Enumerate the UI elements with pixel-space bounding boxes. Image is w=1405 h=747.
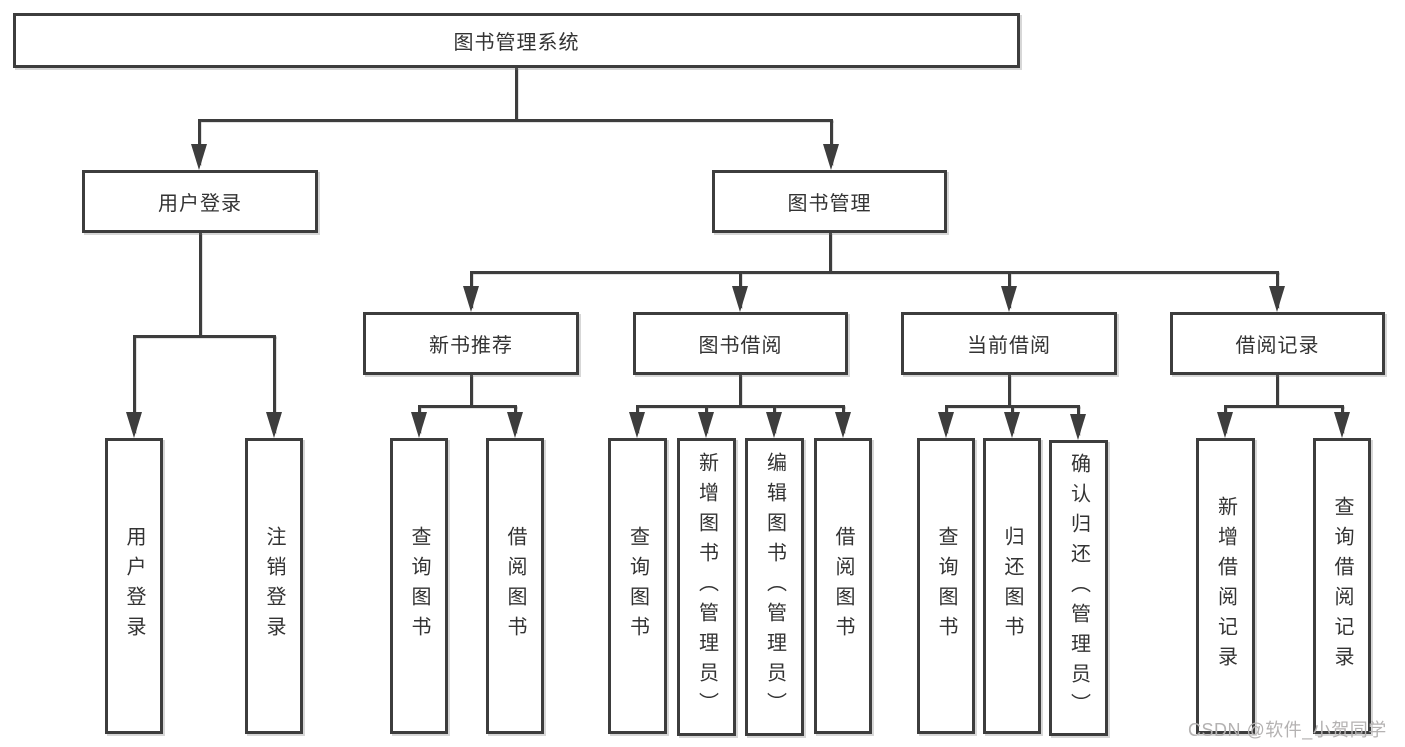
connector-line bbox=[514, 68, 518, 121]
connector-line bbox=[132, 336, 136, 433]
connector-line bbox=[198, 233, 202, 337]
arrowhead-down-icon bbox=[191, 144, 207, 170]
node-label: 图书管理系统 bbox=[453, 32, 580, 54]
node-label: 借阅图书 bbox=[832, 526, 854, 646]
leaf-confirm-return-admin: 确认归还（管理员） bbox=[1049, 440, 1108, 736]
connector-line bbox=[417, 404, 517, 408]
connector-line bbox=[738, 375, 742, 407]
connector-line bbox=[469, 375, 473, 407]
arrowhead-down-icon bbox=[126, 412, 142, 438]
leaf-user-login: 用户登录 bbox=[105, 438, 163, 734]
node-label: 归还图书 bbox=[1001, 526, 1023, 646]
arrowhead-down-icon bbox=[1269, 286, 1285, 312]
arrowhead-down-icon bbox=[698, 412, 714, 438]
arrowhead-down-icon bbox=[411, 412, 427, 438]
arrowhead-down-icon bbox=[766, 412, 782, 438]
leaf-logout: 注销登录 bbox=[245, 438, 303, 734]
connector-line bbox=[829, 120, 833, 165]
node-label: 用户登录 bbox=[158, 193, 242, 215]
arrowhead-down-icon bbox=[507, 412, 523, 438]
arrowhead-down-icon bbox=[1217, 412, 1233, 438]
arrowhead-down-icon bbox=[1070, 414, 1086, 440]
node-book-management: 图书管理 bbox=[712, 170, 947, 233]
leaf-return-book: 归还图书 bbox=[983, 438, 1041, 734]
node-root-system: 图书管理系统 bbox=[13, 13, 1020, 68]
node-label: 编辑图书（管理员） bbox=[763, 452, 786, 722]
node-borrow-records: 借阅记录 bbox=[1170, 312, 1385, 375]
leaf-query-borrow-record: 查询借阅记录 bbox=[1313, 438, 1371, 734]
leaf-add-book-admin: 新增图书（管理员） bbox=[677, 438, 736, 736]
node-label: 借阅记录 bbox=[1235, 335, 1320, 357]
connector-line bbox=[132, 334, 276, 338]
node-label: 查询图书 bbox=[626, 526, 649, 646]
connector-line bbox=[272, 336, 276, 433]
connector-line bbox=[197, 120, 201, 165]
arrowhead-down-icon bbox=[1004, 412, 1020, 438]
arrowhead-down-icon bbox=[266, 412, 282, 438]
node-user-login: 用户登录 bbox=[82, 170, 318, 233]
node-label: 查询借阅记录 bbox=[1331, 496, 1353, 676]
arrowhead-down-icon bbox=[732, 286, 748, 312]
leaf-add-borrow-record: 新增借阅记录 bbox=[1196, 438, 1255, 734]
leaf-borrow-book-recommend: 借阅图书 bbox=[486, 438, 544, 734]
connector-line bbox=[469, 270, 1279, 274]
connector-line bbox=[197, 118, 833, 122]
leaf-edit-book-admin: 编辑图书（管理员） bbox=[745, 438, 804, 736]
arrowhead-down-icon bbox=[463, 286, 479, 312]
connector-line bbox=[1007, 375, 1011, 407]
arrowhead-down-icon bbox=[1334, 412, 1350, 438]
leaf-query-book-borrow: 查询图书 bbox=[608, 438, 667, 734]
node-label: 确认归还（管理员） bbox=[1067, 453, 1090, 723]
node-book-borrow: 图书借阅 bbox=[633, 312, 848, 375]
leaf-query-book-current: 查询图书 bbox=[917, 438, 975, 734]
node-label: 新书推荐 bbox=[429, 335, 513, 357]
node-label: 新增图书（管理员） bbox=[695, 452, 718, 722]
node-label: 新增借阅记录 bbox=[1214, 496, 1237, 676]
node-label: 查询图书 bbox=[935, 526, 957, 646]
csdn-watermark: CSDN @软件_小贺同学 bbox=[1188, 720, 1387, 740]
arrowhead-down-icon bbox=[835, 412, 851, 438]
arrowhead-down-icon bbox=[823, 144, 839, 170]
node-new-book-recommend: 新书推荐 bbox=[363, 312, 579, 375]
node-label: 注销登录 bbox=[263, 526, 285, 646]
node-label: 用户登录 bbox=[123, 526, 145, 646]
node-current-borrow: 当前借阅 bbox=[901, 312, 1117, 375]
arrowhead-down-icon bbox=[1001, 286, 1017, 312]
node-label: 图书管理 bbox=[787, 193, 872, 215]
connector-line bbox=[1275, 375, 1279, 407]
leaf-query-book-recommend: 查询图书 bbox=[390, 438, 448, 734]
leaf-borrow-book-borrow: 借阅图书 bbox=[814, 438, 872, 734]
node-label: 当前借阅 bbox=[967, 335, 1051, 357]
connector-line bbox=[1223, 404, 1344, 408]
connector-line bbox=[828, 233, 832, 273]
arrowhead-down-icon bbox=[938, 412, 954, 438]
connector-line bbox=[635, 404, 845, 408]
arrowhead-down-icon bbox=[629, 412, 645, 438]
node-label: 借阅图书 bbox=[504, 526, 526, 646]
node-label: 查询图书 bbox=[408, 526, 430, 646]
node-label: 图书借阅 bbox=[698, 335, 783, 357]
